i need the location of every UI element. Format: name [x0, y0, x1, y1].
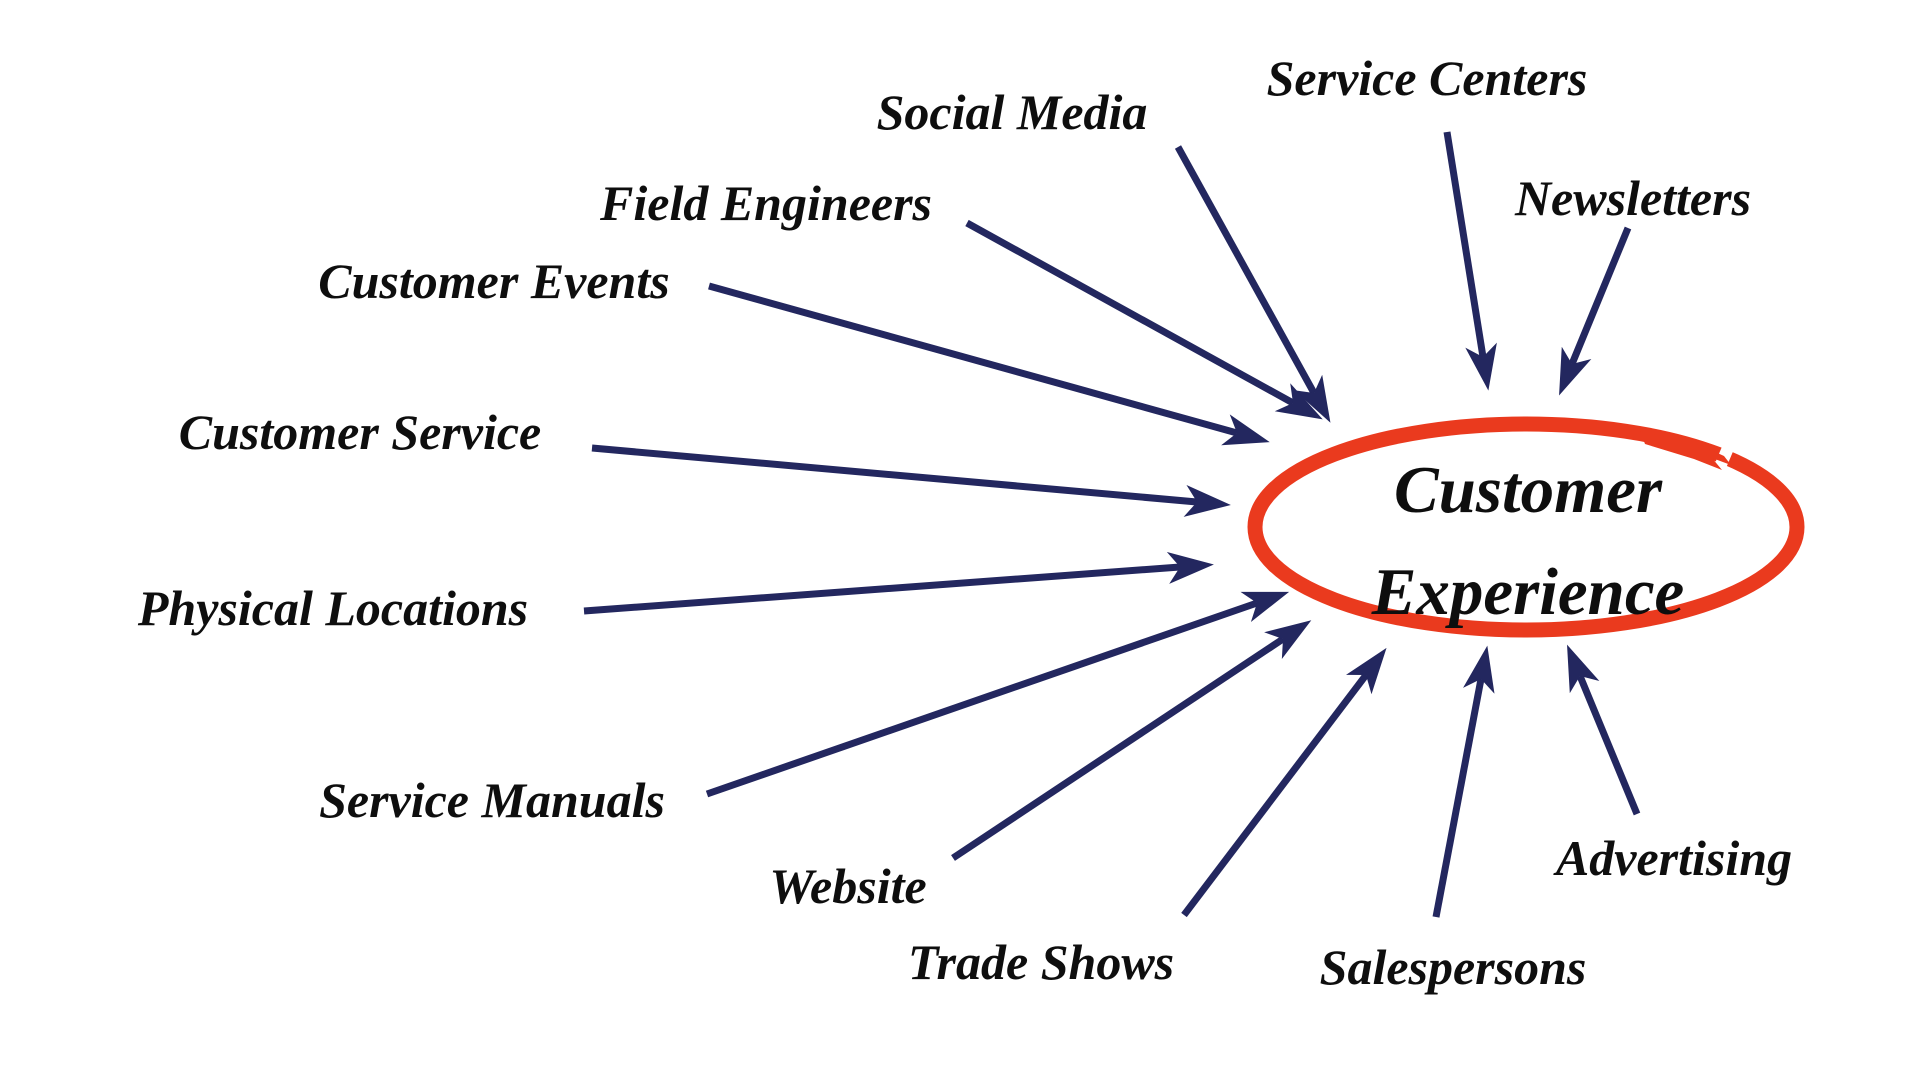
arrow-customer-events [708, 282, 1270, 446]
arrow-social-media [1174, 145, 1331, 423]
label-trade-shows: Trade Shows [907, 934, 1175, 990]
label-website: Website [769, 858, 927, 914]
arrow-physical-locations [583, 551, 1214, 615]
arrow-field-engineers [965, 219, 1323, 420]
label-advertising: Advertising [1555, 830, 1793, 886]
label-physical-locations: Physical Locations [137, 580, 529, 636]
arrow-service-centers [1443, 131, 1497, 391]
center-concept-line2: Experience [1371, 555, 1685, 629]
arrow-service-manuals [705, 591, 1290, 798]
label-customer-service: Customer Service [178, 404, 542, 460]
label-newsletters: Newsletters [1514, 170, 1752, 226]
label-field-engineers: Field Engineers [600, 175, 932, 231]
arrow-salespersons [1432, 645, 1495, 918]
label-social-media: Social Media [876, 84, 1148, 140]
arrow-customer-service [591, 444, 1231, 517]
label-service-centers: Service Centers [1266, 50, 1588, 106]
arrow-advertising [1567, 644, 1641, 816]
label-customer-events: Customer Events [318, 253, 670, 309]
label-salespersons: Salespersons [1319, 939, 1587, 995]
center-concept-line1: Customer [1393, 453, 1663, 527]
label-service-manuals: Service Manuals [319, 772, 665, 828]
center-concept: Customer Experience [1372, 439, 1685, 643]
highlight-ring-icon [1247, 416, 1805, 638]
arrow-newsletters [1559, 226, 1632, 396]
arrow-website [951, 620, 1312, 861]
arrow-trade-shows [1181, 647, 1387, 918]
